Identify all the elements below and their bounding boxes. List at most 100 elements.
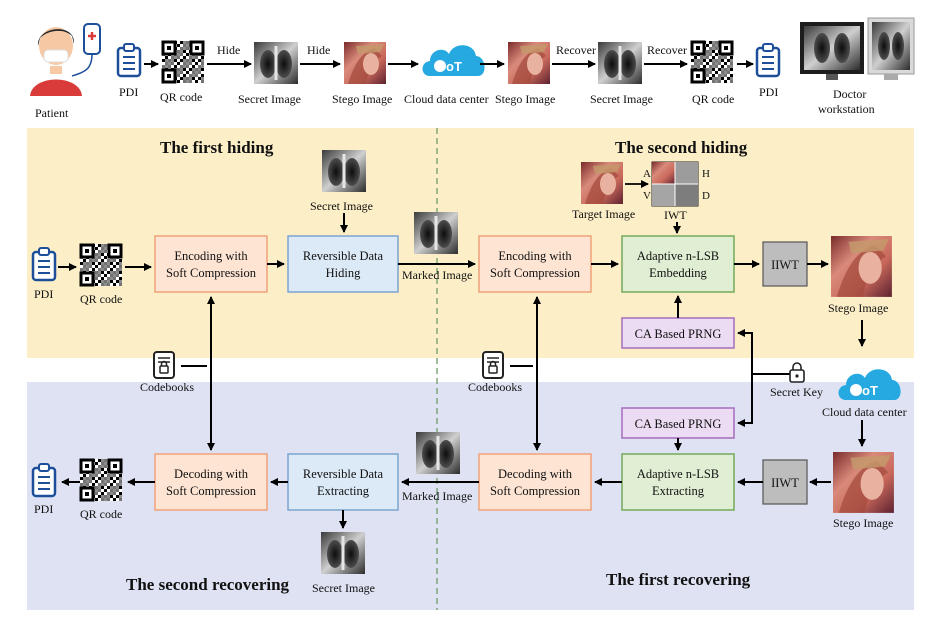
- encoding-soft-compression-box: Encoding with Soft Compression: [478, 235, 592, 293]
- pdi-label: PDI: [34, 502, 53, 516]
- qr-code-label: QR code: [80, 292, 122, 306]
- stego-image-label: Stego Image: [828, 301, 888, 315]
- reversible-data-hiding-box: Reversible Data Hiding: [287, 235, 399, 293]
- pdi-icon: [31, 462, 57, 498]
- pdi-label: PDI: [34, 287, 53, 301]
- iwt-subbands: [651, 161, 699, 207]
- secret-key-link: [737, 329, 798, 375]
- box-label-line1: Encoding with: [174, 249, 248, 263]
- workstation-label: workstation: [818, 102, 875, 116]
- adaptive-nlsb-extracting-box: Adaptive n-LSB Extracting: [621, 453, 735, 511]
- codebook-icon: [482, 351, 504, 379]
- lock-icon: [789, 362, 805, 383]
- iwt-label: IWT: [664, 208, 687, 222]
- second-hiding-title: The second hiding: [615, 138, 748, 157]
- qr-code-icon: [689, 39, 735, 85]
- cloud-data-center-icon: [838, 369, 901, 400]
- ca-prng-box-recovering: CA Based PRNG: [621, 407, 735, 439]
- box-label-line2: Soft Compression: [166, 484, 257, 498]
- secret-image-thumb: [598, 42, 642, 84]
- box-label-line2: Extracting: [317, 484, 370, 498]
- first-hiding-title: The first hiding: [160, 138, 274, 157]
- hide-label: Hide: [217, 43, 240, 57]
- prng-label: CA Based PRNG: [635, 417, 722, 431]
- pdi-icon: [755, 42, 781, 78]
- iwt-d-label: D: [702, 190, 710, 202]
- pdi-icon: [116, 42, 142, 78]
- cloud-data-center-icon: [422, 45, 485, 76]
- secret-image-label: Secret Image: [310, 199, 373, 213]
- box-label-line2: Soft Compression: [490, 484, 581, 498]
- iiwt-box: IIWT: [762, 241, 808, 287]
- box-label-line1: Adaptive n-LSB: [637, 249, 719, 263]
- marked-image-thumb: [414, 212, 458, 254]
- iiwt-label: IIWT: [771, 258, 799, 272]
- decoding-soft-compression-box: Decoding with Soft Compression: [154, 453, 268, 511]
- pdi-label: PDI: [759, 85, 778, 99]
- iiwt-box: IIWT: [762, 459, 808, 505]
- pdi-label: PDI: [119, 85, 138, 99]
- qr-code-label: QR code: [692, 92, 734, 106]
- pdi-icon: [31, 246, 57, 282]
- iwt-v-label: V: [643, 190, 651, 202]
- recover-label: Recover: [556, 43, 596, 57]
- ca-prng-box-hiding: CA Based PRNG: [621, 317, 735, 349]
- iwt-h-label: H: [702, 168, 710, 180]
- adaptive-nlsb-embedding-box: Adaptive n-LSB Embedding: [621, 235, 735, 293]
- stego-image-label: Stego Image: [833, 516, 893, 530]
- stego-image-thumb: [831, 236, 892, 297]
- box-label-line1: Adaptive n-LSB: [637, 467, 719, 481]
- stego-image-thumb: [344, 42, 386, 84]
- second-recovering-title: The second recovering: [126, 575, 290, 594]
- target-image-label: Target Image: [572, 207, 635, 221]
- cloud-label: Cloud data center: [822, 405, 907, 419]
- iiwt-label: IIWT: [771, 476, 799, 490]
- prng-label: CA Based PRNG: [635, 327, 722, 341]
- reversible-data-extracting-box: Reversible Data Extracting: [287, 453, 399, 511]
- qr-code-icon: [160, 39, 206, 85]
- box-label-line2: Extracting: [652, 484, 705, 498]
- codebook-icon: [153, 351, 175, 379]
- iwt-a-label: A: [643, 168, 651, 180]
- box-label-line1: Decoding with: [174, 467, 249, 481]
- codebooks-label: Codebooks: [468, 380, 522, 394]
- secret-image-label: Secret Image: [238, 92, 301, 106]
- iv-drip-icon: [71, 23, 101, 77]
- codebooks-label: Codebooks: [140, 380, 194, 394]
- box-label-line2: Hiding: [326, 266, 361, 280]
- doctor-label: Doctor: [833, 87, 866, 101]
- stego-image-label: Stego Image: [495, 92, 555, 106]
- qr-code-icon: [78, 242, 124, 288]
- secret-image-label: Secret Image: [312, 581, 375, 595]
- secret-key-label: Secret Key: [770, 385, 823, 399]
- hide-label: Hide: [307, 43, 330, 57]
- qr-code-icon: [78, 457, 124, 503]
- box-label-line2: Soft Compression: [166, 266, 257, 280]
- target-image-thumb: [581, 162, 623, 204]
- box-label-line1: Reversible Data: [303, 467, 384, 481]
- secret-key-link-lower: [737, 374, 753, 427]
- patient-label: Patient: [35, 106, 69, 120]
- secret-image-thumb: [254, 42, 298, 84]
- box-label-line1: Encoding with: [498, 249, 572, 263]
- marked-image-label: Marked Image: [402, 268, 472, 282]
- box-label-line2: Soft Compression: [490, 266, 581, 280]
- box-label-line1: Decoding with: [498, 467, 573, 481]
- cloud-label: Cloud data center: [404, 92, 489, 106]
- first-recovering-title: The first recovering: [606, 570, 751, 589]
- secret-image-label: Secret Image: [590, 92, 653, 106]
- stego-image-label: Stego Image: [332, 92, 392, 106]
- box-label-line2: Embedding: [649, 266, 707, 280]
- stego-image-thumb: [508, 42, 550, 84]
- stego-image-thumb: [833, 452, 894, 513]
- encoding-soft-compression-box: Encoding with Soft Compression: [154, 235, 268, 293]
- qr-code-label: QR code: [160, 90, 202, 104]
- secret-image-thumb: [322, 150, 366, 192]
- secret-image-thumb: [321, 532, 365, 574]
- box-label-line1: Reversible Data: [303, 249, 384, 263]
- decoding-soft-compression-box: Decoding with Soft Compression: [478, 453, 592, 511]
- qr-code-label: QR code: [80, 507, 122, 521]
- doctor-workstation-icon: [800, 17, 915, 80]
